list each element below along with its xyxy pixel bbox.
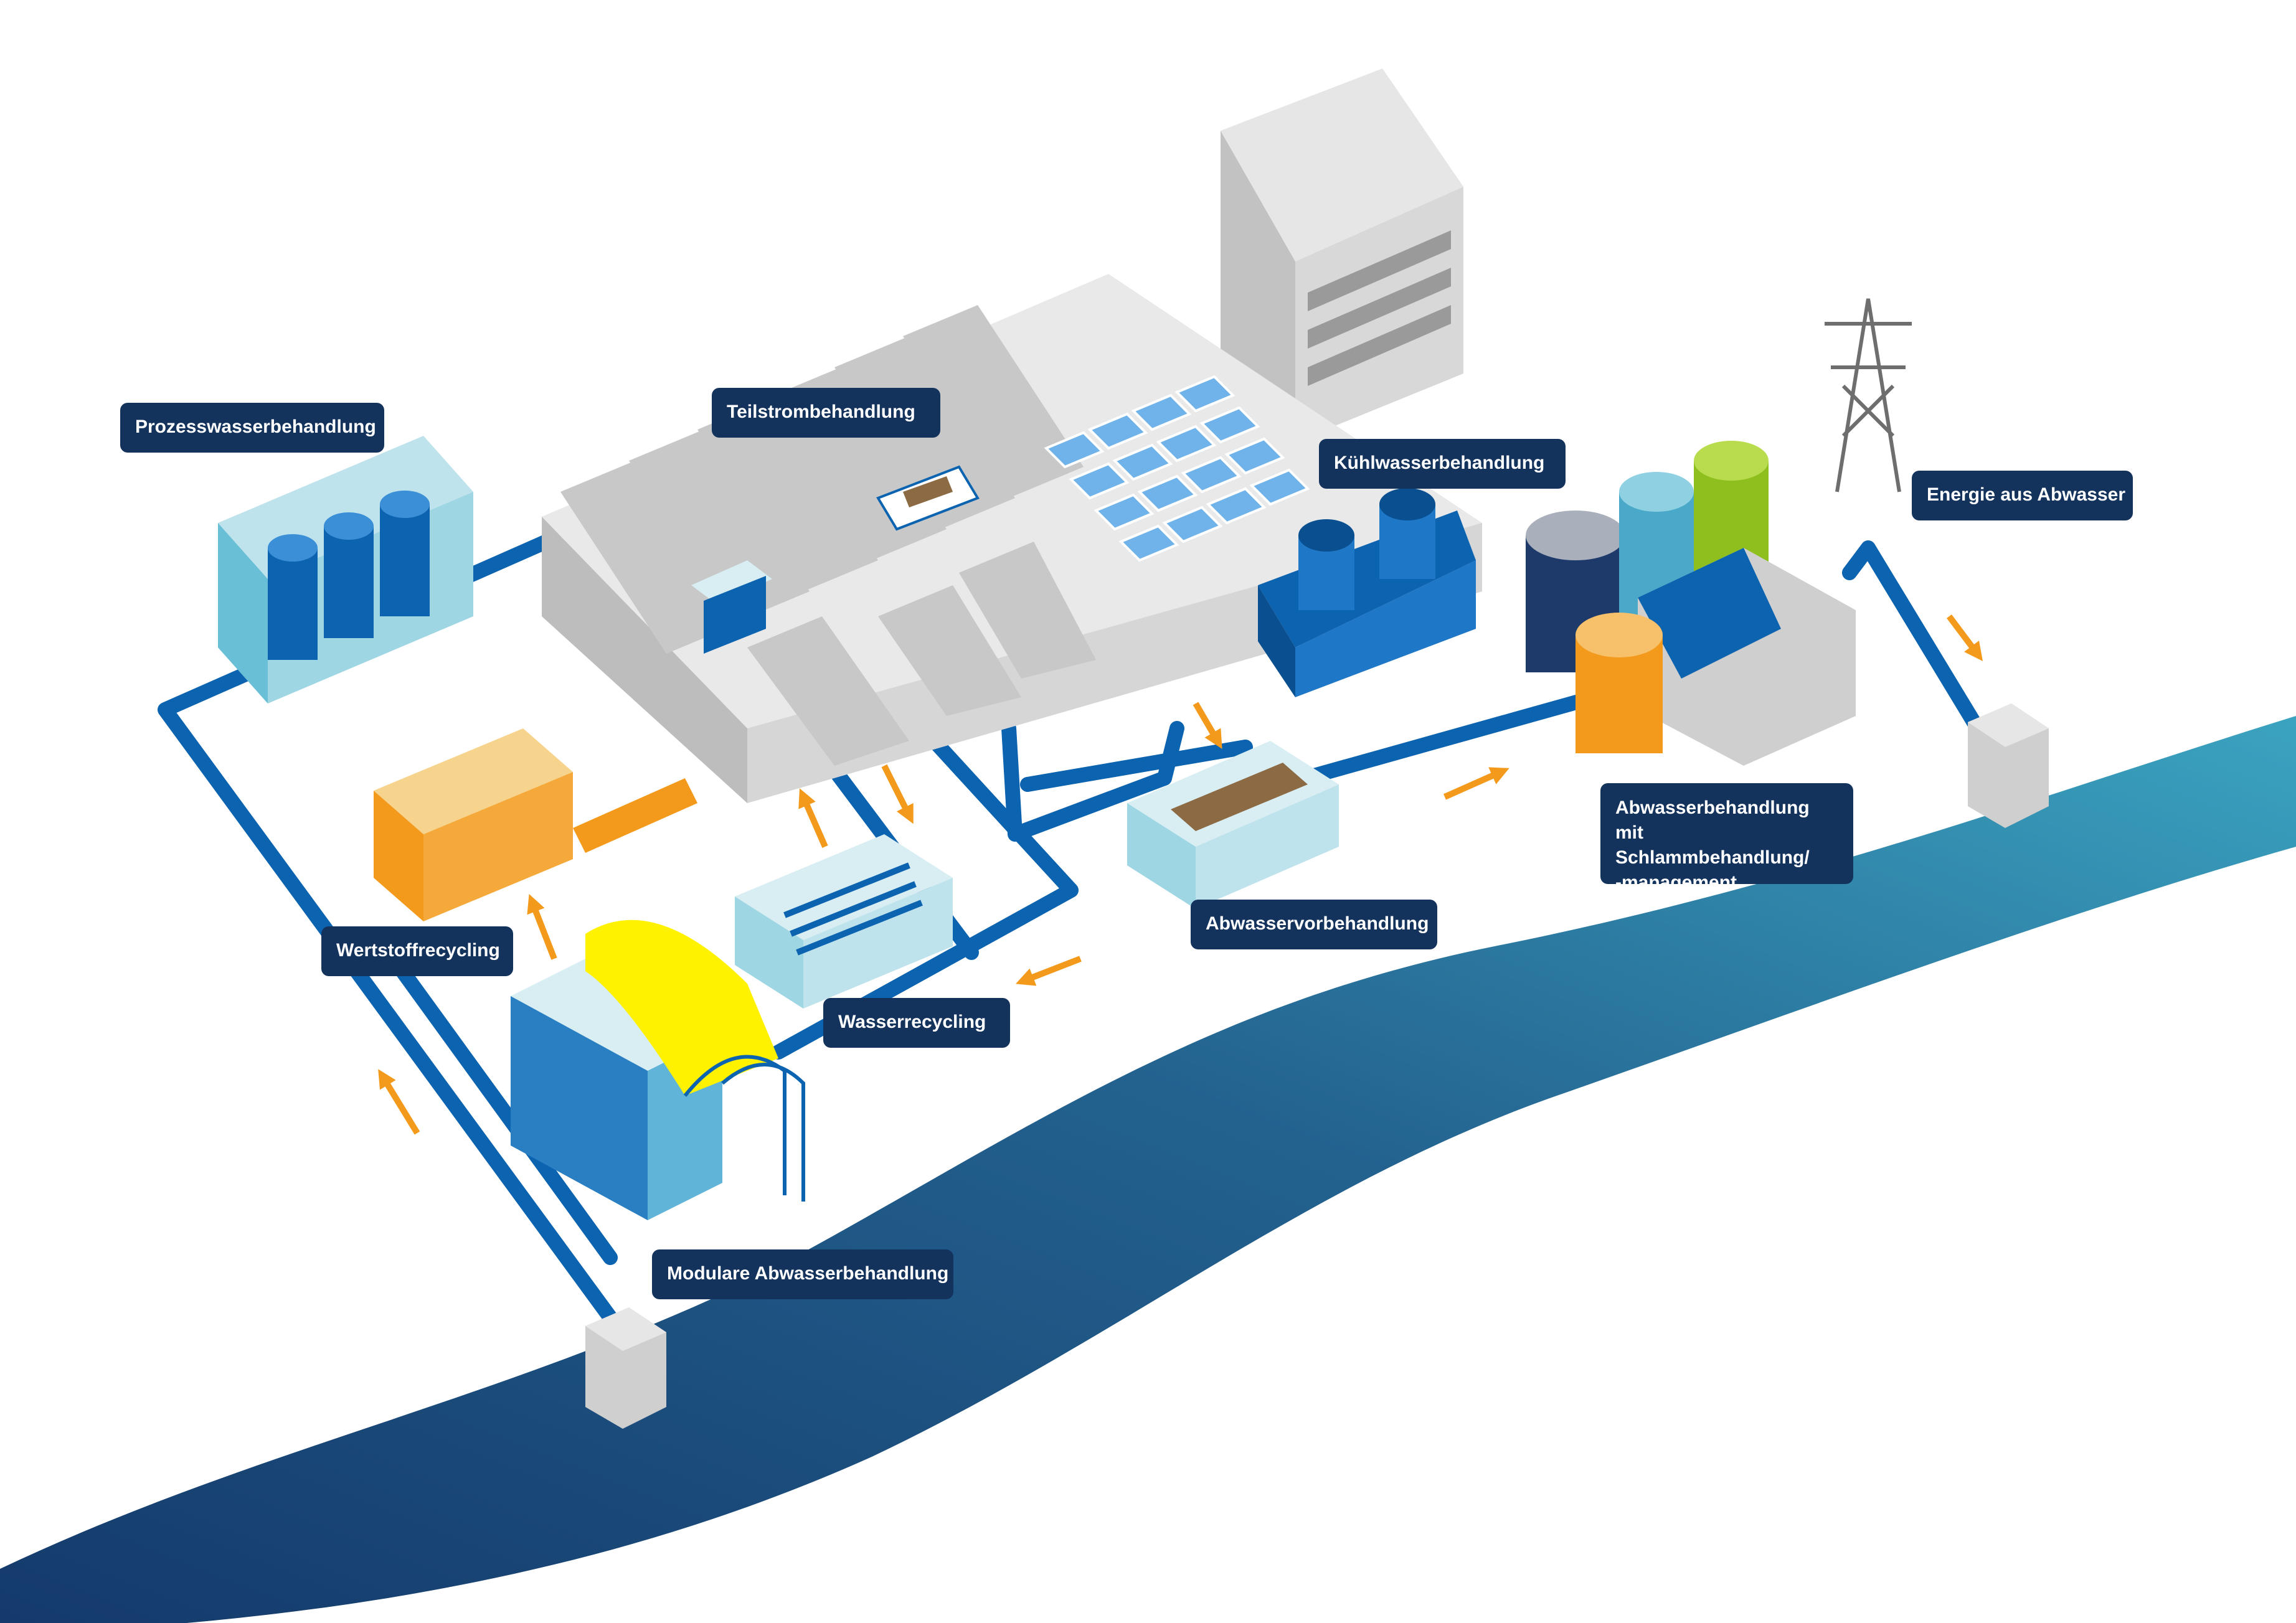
modulare-unit (511, 920, 805, 1220)
flow-arrow-icon (1193, 702, 1222, 749)
flow-arrow-icon (378, 1069, 420, 1135)
label-energie-aus-abwasser: Energie aus Abwasser (1912, 471, 2133, 520)
flow-arrows (378, 614, 1983, 1135)
label-text: Abwasservorbehandlung (1206, 913, 1429, 934)
label-text: Wasserrecycling (838, 1012, 986, 1032)
label-text: Prozesswasserbehandlung (135, 416, 376, 437)
cooling-tower-icon (1258, 488, 1476, 697)
pipe-icon (372, 933, 618, 1265)
flow-arrow-icon (798, 788, 828, 849)
outfall-left (585, 1307, 666, 1429)
prozesswasser-unit (218, 436, 473, 703)
label-text: Teilstrombehandlung (727, 402, 915, 422)
outfall-right (1968, 703, 2049, 828)
container-icon (1127, 741, 1339, 909)
flow-arrow-icon (612, 797, 681, 831)
label-kuehlwasserbehandlung: Kühlwasserbehandlung (1319, 439, 1566, 489)
label-text: Wertstoffrecycling (336, 940, 500, 961)
flow-arrow-icon (527, 894, 557, 960)
label-line-3: -management (1615, 872, 1737, 893)
label-wertstoffrecycling: Wertstoffrecycling (321, 926, 513, 976)
factory-icon (542, 274, 1482, 803)
river-icon (0, 716, 2296, 1623)
label-text: Modulare Abwasserbehandlung (667, 1263, 949, 1284)
flow-arrow-icon (1947, 614, 1983, 661)
label-text: Energie aus Abwasser (1927, 484, 2126, 505)
label-abwasserbehandlung: Abwasserbehandlung mit Schlammbehandlung… (1600, 783, 1853, 893)
flow-arrow-icon (881, 764, 914, 824)
label-line-1: Abwasserbehandlung (1615, 797, 1810, 818)
power-pylon-icon (1825, 298, 1912, 492)
label-text: Kühlwasserbehandlung (1334, 453, 1545, 473)
label-modulare-abwasserbehandlung: Modulare Abwasserbehandlung (652, 1249, 953, 1299)
label-teilstrombehandlung: Teilstrombehandlung (712, 388, 940, 438)
storage-tank-icon (268, 491, 430, 660)
abwasser-plant (1526, 441, 1856, 766)
label-prozesswasserbehandlung: Prozesswasserbehandlung (120, 403, 384, 453)
label-abwasservorbehandlung: Abwasservorbehandlung (1191, 900, 1437, 949)
wertstoff-building (374, 728, 573, 921)
flow-arrow-icon (1016, 956, 1082, 986)
office-building-icon (1221, 68, 1463, 442)
flow-arrow-icon (1443, 767, 1509, 800)
container-icon (735, 834, 953, 1009)
label-line-2: mit Schlammbehandlung/ (1615, 822, 1810, 868)
label-wasserrecycling: Wasserrecycling (823, 998, 1010, 1048)
